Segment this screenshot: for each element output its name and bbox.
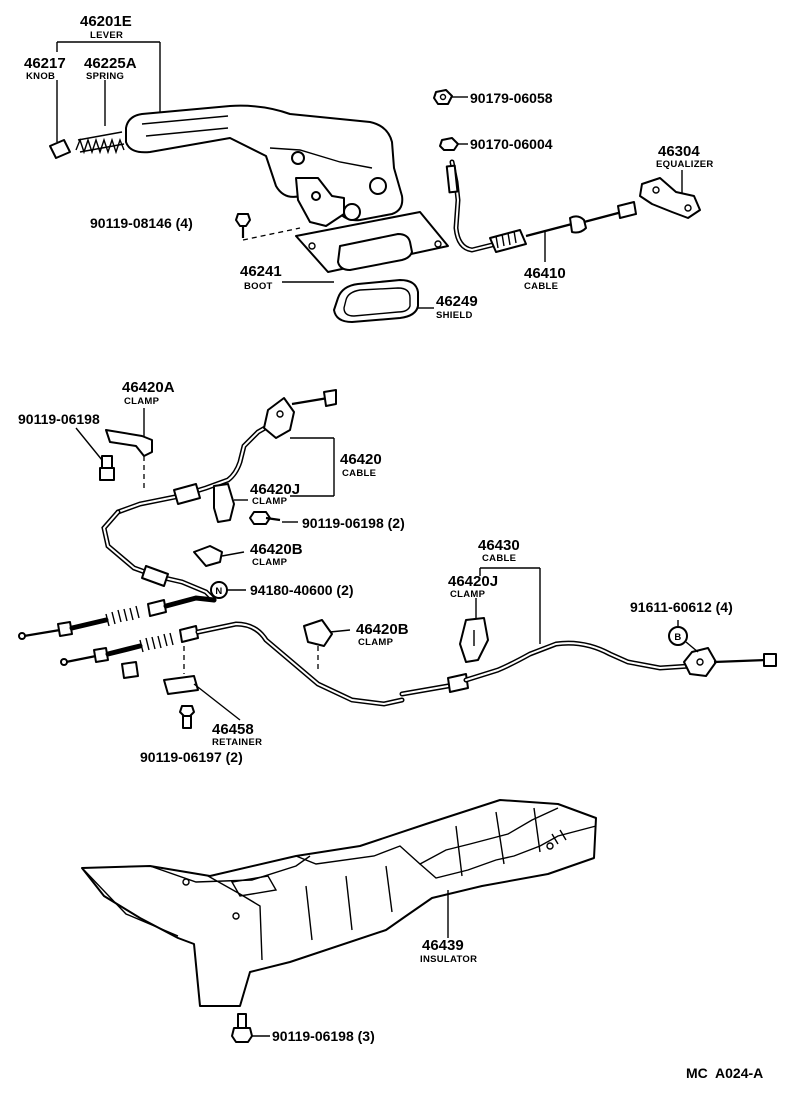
cable-46420-part-number: 46420 [340, 451, 382, 468]
clamp-46420j-a-part-name: CLAMP [252, 496, 288, 507]
bolt-06198-c-shape [231, 1013, 270, 1043]
nut-40600-symbol: N [215, 586, 222, 597]
bolt-06197-shape [179, 705, 195, 729]
knob-shape [49, 139, 71, 159]
lever-shape [125, 104, 404, 227]
cable-46420-part-name: CABLE [342, 468, 376, 479]
boot-part-number: 46241 [240, 263, 282, 280]
clamp-46420a-part-number: 46420A [122, 379, 175, 396]
figure-code: MC A024-A [686, 1065, 763, 1081]
lever-callout-lines [56, 41, 161, 142]
bolt-08146-shape [235, 213, 301, 241]
spring-part-number: 46225A [84, 55, 137, 72]
cable-46430-part-number: 46430 [478, 537, 520, 554]
clamp-46420j-b-part-name: CLAMP [450, 589, 486, 600]
insulator-part-number: 46439 [422, 937, 464, 954]
knob-part-name: KNOB [26, 71, 55, 82]
retainer-part-number: 46458 [212, 721, 254, 738]
nut-06004-shape [439, 137, 468, 151]
clamp-46420a-part-name: CLAMP [124, 396, 160, 407]
nut-06058-part-number: 90179-06058 [470, 90, 553, 106]
nut-40600-shape: N [210, 581, 246, 599]
bolt-06198-a-shape [75, 427, 115, 481]
clamp-46420b-a-shape [193, 545, 245, 567]
equalizer-shape [639, 170, 701, 219]
bolt-06198-c-part-number: 90119-06198 (3) [272, 1028, 375, 1044]
equalizer-part-name: EQUALIZER [656, 159, 714, 170]
shield-part-name: SHIELD [436, 310, 473, 321]
knob-part-number: 46217 [24, 55, 66, 72]
clamp-46420b-a-part-name: CLAMP [252, 557, 288, 568]
bolt-08146-part-number: 90119-08146 (4) [90, 215, 193, 231]
lever-part-number: 46201E [80, 13, 132, 30]
top-leader-lines [282, 281, 434, 309]
retainer-shape [121, 646, 241, 721]
spring-shape [75, 131, 125, 155]
nut-06058-shape [433, 89, 468, 105]
cable-46410-part-number: 46410 [524, 265, 566, 282]
cable-46410-shape [445, 159, 637, 262]
clamp-46420j-a-part-number: 46420J [250, 481, 300, 498]
clamp-46420b-b-part-name: CLAMP [358, 637, 394, 648]
bolt-06198-b-shape [249, 511, 298, 525]
shield-shape [333, 279, 419, 323]
bolt-06197-part-number: 90119-06197 (2) [140, 749, 243, 765]
nut-60612-symbol: B [674, 632, 681, 643]
shield-part-number: 46249 [436, 293, 478, 310]
clamp-46420b-b-shape [303, 619, 351, 672]
clamp-46420j-a-shape [213, 483, 248, 523]
nut-60612-shape: B [668, 620, 699, 653]
bolt-06198-a-part-number: 90119-06198 [18, 411, 100, 427]
boot-shape [295, 211, 449, 273]
clamp-46420j-b-shape [459, 598, 489, 663]
equalizer-part-number: 46304 [658, 143, 700, 160]
cable-46410-part-name: CABLE [524, 281, 558, 292]
retainer-part-name: RETAINER [212, 737, 262, 748]
cable-46430-shape [195, 567, 777, 707]
clamp-46420b-a-part-number: 46420B [250, 541, 303, 558]
nut-40600-part-number: 94180-40600 (2) [250, 582, 354, 598]
nut-06004-part-number: 90170-06004 [470, 136, 553, 152]
nut-60612-part-number: 91611-60612 (4) [630, 599, 733, 615]
spring-part-name: SPRING [86, 71, 124, 82]
clamp-46420a-shape [105, 408, 153, 490]
cable-46430-part-name: CABLE [482, 553, 516, 564]
clamp-46420j-b-part-number: 46420J [448, 573, 498, 590]
bolt-06198-b-part-number: 90119-06198 (2) [302, 515, 405, 531]
clamp-46420b-b-part-number: 46420B [356, 621, 409, 638]
cable-46420-shape [101, 389, 337, 603]
insulator-part-name: INSULATOR [420, 954, 477, 965]
insulator-shape [81, 799, 597, 1007]
rear-cables-left-shape [18, 595, 217, 666]
boot-part-name: BOOT [244, 281, 273, 292]
lever-part-name: LEVER [90, 30, 123, 41]
